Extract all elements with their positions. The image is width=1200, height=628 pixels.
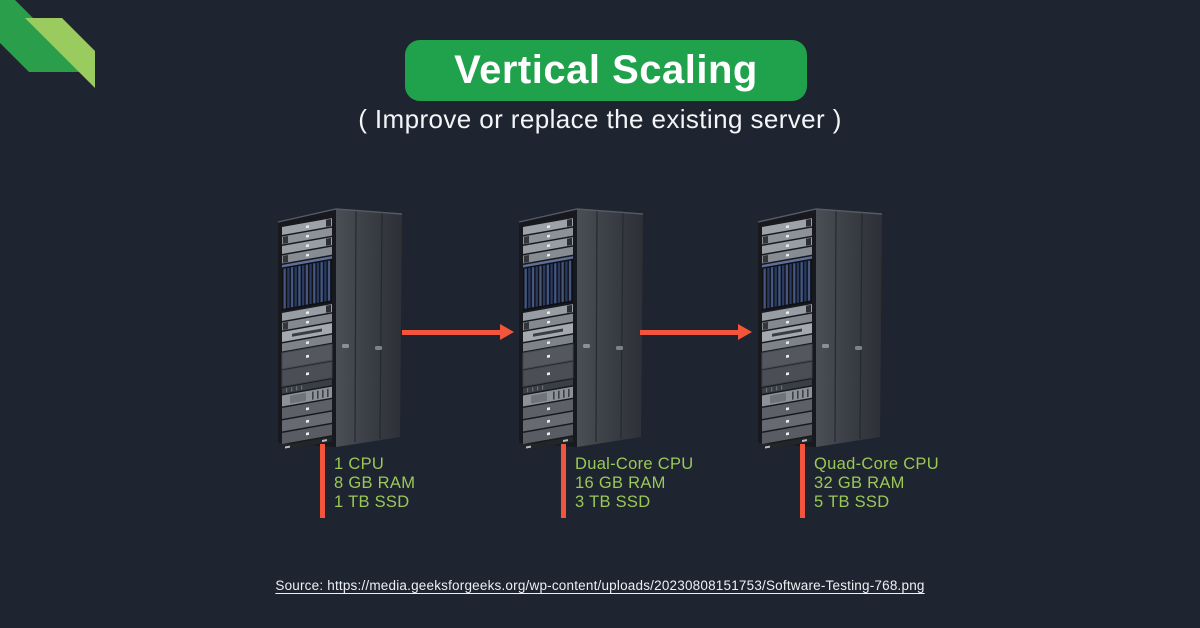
- server-3-specs: Quad-Core CPU 32 GB RAM 5 TB SSD: [800, 444, 939, 518]
- spec-line: 3 TB SSD: [575, 493, 651, 511]
- spec-line: 1 TB SSD: [334, 493, 410, 511]
- arrow-shaft: [640, 329, 738, 335]
- arrow-head: [500, 324, 514, 340]
- page-subtitle: ( Improve or replace the existing server…: [358, 104, 842, 134]
- title-badge: Vertical Scaling: [405, 40, 807, 101]
- page-title: Vertical Scaling: [454, 48, 758, 92]
- spec-connector-bar: [561, 444, 566, 518]
- spec-line: 8 GB RAM: [334, 474, 416, 492]
- server-2-specs: Dual-Core CPU 16 GB RAM 3 TB SSD: [561, 444, 694, 518]
- source-line: Source: https://media.geeksforgeeks.org/…: [0, 577, 1200, 595]
- server-1-specs: 1 CPU 8 GB RAM 1 TB SSD: [320, 444, 415, 518]
- arrow-right-icon: [640, 324, 752, 340]
- arrow-shaft: [402, 329, 500, 335]
- arrow-right-icon: [402, 324, 514, 340]
- server-rack-image: [277, 208, 403, 449]
- server-rack-image: [757, 208, 883, 449]
- spec-line: 32 GB RAM: [814, 474, 905, 492]
- corner-ribbon-decoration: [0, 0, 95, 88]
- spec-line: 1 CPU: [334, 455, 385, 473]
- spec-line: Dual-Core CPU: [575, 455, 694, 473]
- spec-connector-bar: [320, 444, 325, 518]
- server-rack-image: [518, 208, 644, 449]
- spec-line: 16 GB RAM: [575, 474, 666, 492]
- source-link[interactable]: Source: https://media.geeksforgeeks.org/…: [275, 578, 925, 593]
- spec-line: Quad-Core CPU: [814, 455, 939, 473]
- arrow-head: [738, 324, 752, 340]
- spec-connector-bar: [800, 444, 805, 518]
- spec-line: 5 TB SSD: [814, 493, 890, 511]
